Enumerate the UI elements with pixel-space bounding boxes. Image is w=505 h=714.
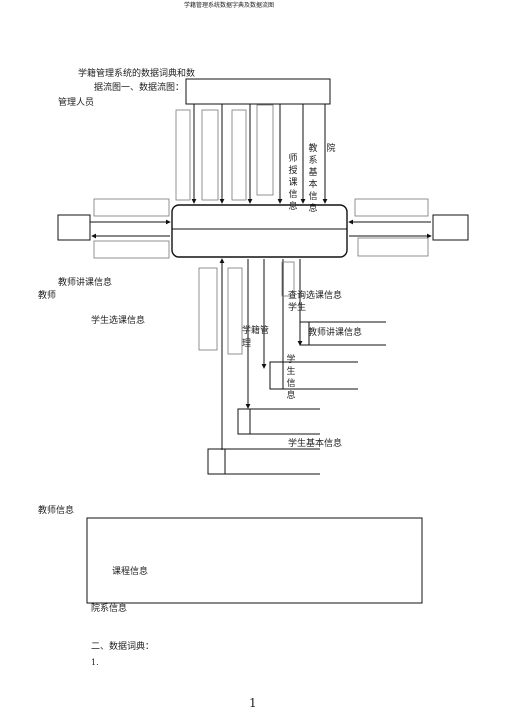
top-flows xyxy=(191,104,328,204)
store-student-basic xyxy=(207,448,320,475)
label-student: 学生 xyxy=(288,303,307,313)
vlabel-teacher-teaching: 师 授 课 信 息 xyxy=(288,154,298,212)
label-admin: 管理人员 xyxy=(58,98,95,108)
top-flow-label-boxes xyxy=(175,104,274,201)
label-query-course-selection: 查询选课信息 xyxy=(288,291,343,301)
left-entity-box xyxy=(57,214,91,241)
section-heading: 二、数据词典： xyxy=(91,642,155,652)
right-entity-box xyxy=(432,214,469,241)
admin-entity-box xyxy=(185,78,331,105)
running-title: 学籍管理系统数据字典及数据流图 xyxy=(184,2,275,9)
label-teacher-info: 教师信息 xyxy=(38,506,75,516)
central-process xyxy=(171,204,348,258)
label-teacher-teaching-info: 教师讲课信息 xyxy=(308,328,363,338)
vlabel-teaching-basic: 教 系 基 本 信 息 xyxy=(308,144,318,214)
label-student-basic-info: 学生基本信息 xyxy=(288,439,343,449)
page-number: 1 xyxy=(249,696,257,710)
vlabel-student-info: 学 生 信 息 xyxy=(286,355,296,401)
label-registration-mgmt-2: 理 xyxy=(242,339,252,349)
store-student-info-a xyxy=(269,361,358,390)
store-query-selection xyxy=(299,321,386,346)
section-item-number: 1. xyxy=(91,658,99,667)
bottom-flows xyxy=(219,258,303,450)
left-flows xyxy=(90,219,171,239)
vlabel-department: 院 xyxy=(326,144,336,154)
right-flows xyxy=(348,219,432,239)
label-department-info: 院系信息 xyxy=(91,604,128,614)
diagram-title-line2: 据流图一、数据流图： xyxy=(94,83,185,93)
label-teacher: 教师 xyxy=(38,291,57,301)
label-student-course-selection: 学生选课信息 xyxy=(91,316,146,326)
data-stores xyxy=(207,321,386,475)
label-course-info: 课程信息 xyxy=(112,567,149,577)
teacher-info-box xyxy=(86,517,423,604)
store-student-info-b xyxy=(237,408,320,435)
label-registration-mgmt-1: 学籍管 xyxy=(242,326,270,336)
diagram-title-line1: 学籍管理系统的数据词典和数 xyxy=(78,69,196,79)
label-teacher-course-info: 教师讲课信息 xyxy=(58,278,113,288)
